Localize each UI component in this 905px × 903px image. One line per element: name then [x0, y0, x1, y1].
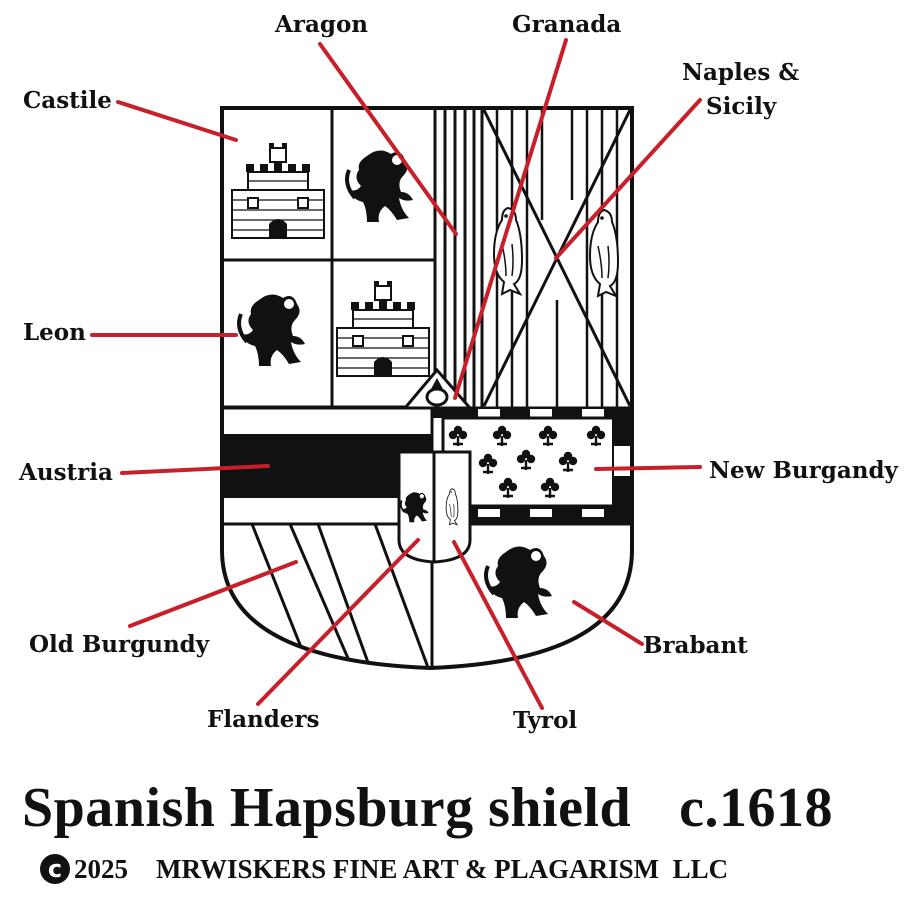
label-brabant: Brabant [643, 632, 748, 659]
label-aragon: Aragon [274, 11, 368, 38]
label-austria: Austria [18, 459, 113, 486]
label-castile: Castile [23, 87, 112, 114]
leader-line-granada [453, 38, 568, 400]
page-title: Spanish Hapsburg shield c.1618 [22, 776, 833, 840]
copyright-owner: MRWISKERS FINE ART & PLAGARISM LLC [156, 853, 729, 884]
label-flanders: Flanders [207, 706, 319, 733]
copyright-line: c 2025 MRWISKERS FINE ART & PLAGARISM LL… [40, 852, 728, 886]
label-naples-line2: Sicily [706, 93, 777, 120]
shield-outline [220, 106, 634, 671]
leader-line-new-burgandy [594, 465, 702, 471]
leader-line-old-burgundy [128, 560, 298, 628]
label-new-burgandy: New Burgandy [709, 457, 899, 484]
leader-line-brabant [572, 600, 644, 646]
pomegranate-crown-icon [431, 378, 443, 389]
shield [220, 106, 634, 671]
leader-lines [90, 38, 702, 710]
leader-line-castile [116, 100, 238, 142]
pomegranate-icon [425, 387, 449, 407]
title-text: Spanish Hapsburg shield [22, 777, 632, 839]
leader-line-austria [120, 464, 270, 475]
labels: Aragon Granada Naples & Sicily Castile L… [18, 11, 899, 734]
leader-line-aragon [318, 42, 458, 236]
leader-line-flanders [256, 538, 420, 706]
aragon-pales [433, 108, 484, 410]
inescutcheon [397, 450, 472, 564]
label-naples-line1: Naples & [682, 59, 799, 86]
label-tyrol: Tyrol [513, 707, 577, 734]
leader-line-naples [554, 98, 702, 260]
label-leon: Leon [23, 319, 86, 346]
copyright-year: 2025 [74, 853, 128, 884]
label-old-burgundy: Old Burgundy [29, 631, 210, 658]
label-granada: Granada [512, 11, 621, 38]
title-date: c.1618 [679, 777, 833, 839]
leader-line-tyrol [452, 540, 544, 710]
copyright-icon: c [40, 854, 70, 884]
